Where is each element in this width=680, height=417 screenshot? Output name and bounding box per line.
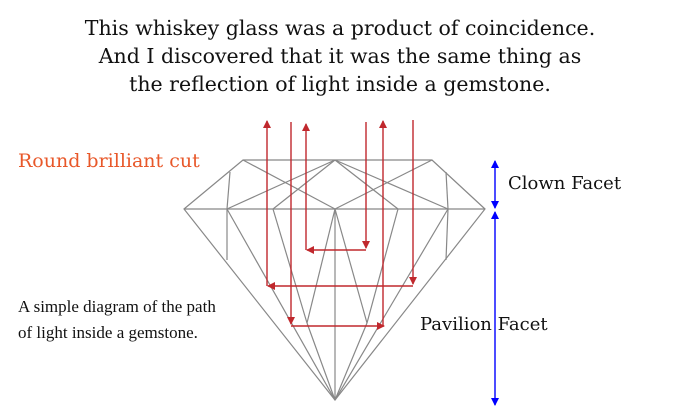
- light-paths: [263, 120, 417, 330]
- title: This whiskey glass was a product of coin…: [0, 14, 680, 98]
- cut-label: Round brilliant cut: [18, 150, 200, 172]
- description-line: of light inside a gemstone.: [18, 323, 198, 342]
- title-line: the reflection of light inside a gemston…: [129, 72, 551, 96]
- crown-label: Clown Facet: [508, 173, 622, 194]
- title-line: This whiskey glass was a product of coin…: [84, 16, 596, 40]
- description: A simple diagram of the path of light in…: [18, 294, 216, 346]
- pavilion-label: Pavilion Facet: [420, 314, 548, 335]
- title-line: And I discovered that it was the same th…: [98, 44, 582, 68]
- gem-outline: [183, 159, 486, 401]
- description-line: A simple diagram of the path: [18, 297, 216, 316]
